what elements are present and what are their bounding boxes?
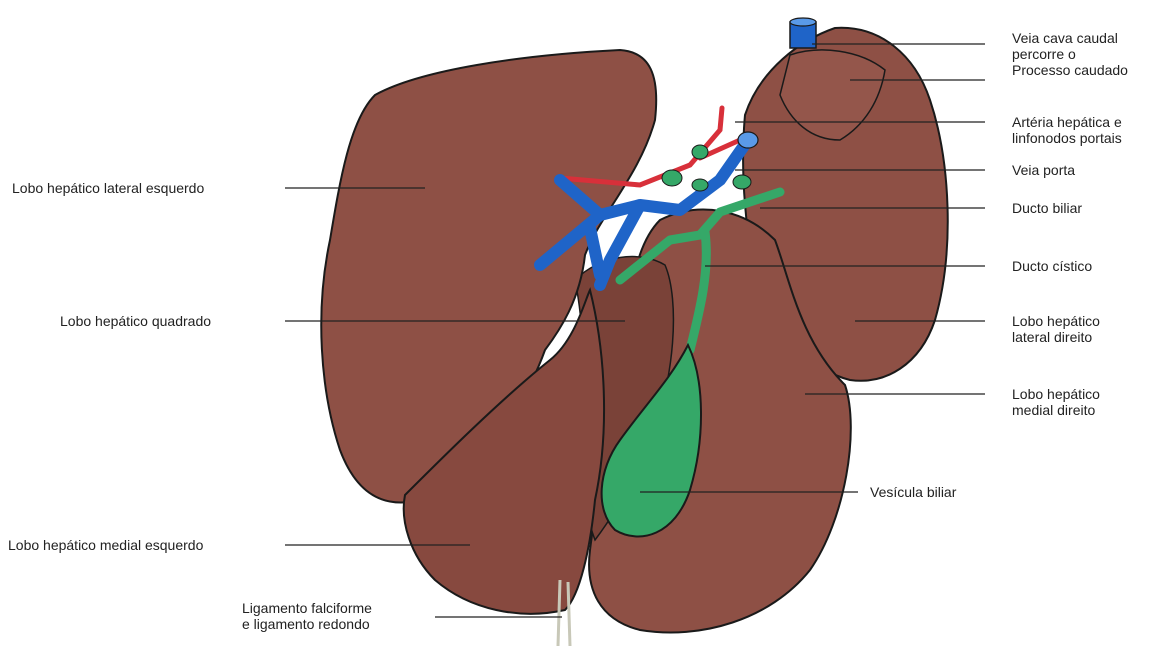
label-vena-cava-line1: Veia cava caudal: [1012, 30, 1128, 46]
label-left-medial-lobe: Lobo hepático medial esquerdo: [8, 537, 203, 553]
label-hepatic-artery-line1: Artéria hepática e: [1012, 114, 1122, 130]
label-vena-cava: Veia cava caudal percorre o Processo cau…: [1012, 30, 1128, 78]
label-cystic-duct: Ducto cístico: [1012, 258, 1092, 274]
label-vena-cava-line2: percorre o: [1012, 46, 1128, 62]
label-right-lateral-lobe-line2: lateral direito: [1012, 329, 1100, 345]
label-vena-cava-line3: Processo caudado: [1012, 62, 1128, 78]
label-bile-duct: Ducto biliar: [1012, 200, 1082, 216]
label-ligament-line1: Ligamento falciforme: [242, 600, 372, 616]
label-portal-vein: Veia porta: [1012, 162, 1075, 178]
label-hepatic-artery-line2: linfonodos portais: [1012, 130, 1122, 146]
label-ligament: Ligamento falciforme e ligamento redondo: [242, 600, 372, 632]
label-right-medial-lobe-line1: Lobo hepático: [1012, 386, 1100, 402]
label-right-lateral-lobe-line1: Lobo hepático: [1012, 313, 1100, 329]
label-hepatic-artery: Artéria hepática e linfonodos portais: [1012, 114, 1122, 146]
label-right-lateral-lobe: Lobo hepático lateral direito: [1012, 313, 1100, 345]
label-ligament-line2: e ligamento redondo: [242, 616, 372, 632]
label-left-lateral-lobe: Lobo hepático lateral esquerdo: [12, 180, 204, 196]
label-right-medial-lobe: Lobo hepático medial direito: [1012, 386, 1100, 418]
label-right-medial-lobe-line2: medial direito: [1012, 402, 1100, 418]
label-gallbladder: Vesícula biliar: [870, 484, 956, 500]
label-quadrate-lobe: Lobo hepático quadrado: [60, 313, 211, 329]
